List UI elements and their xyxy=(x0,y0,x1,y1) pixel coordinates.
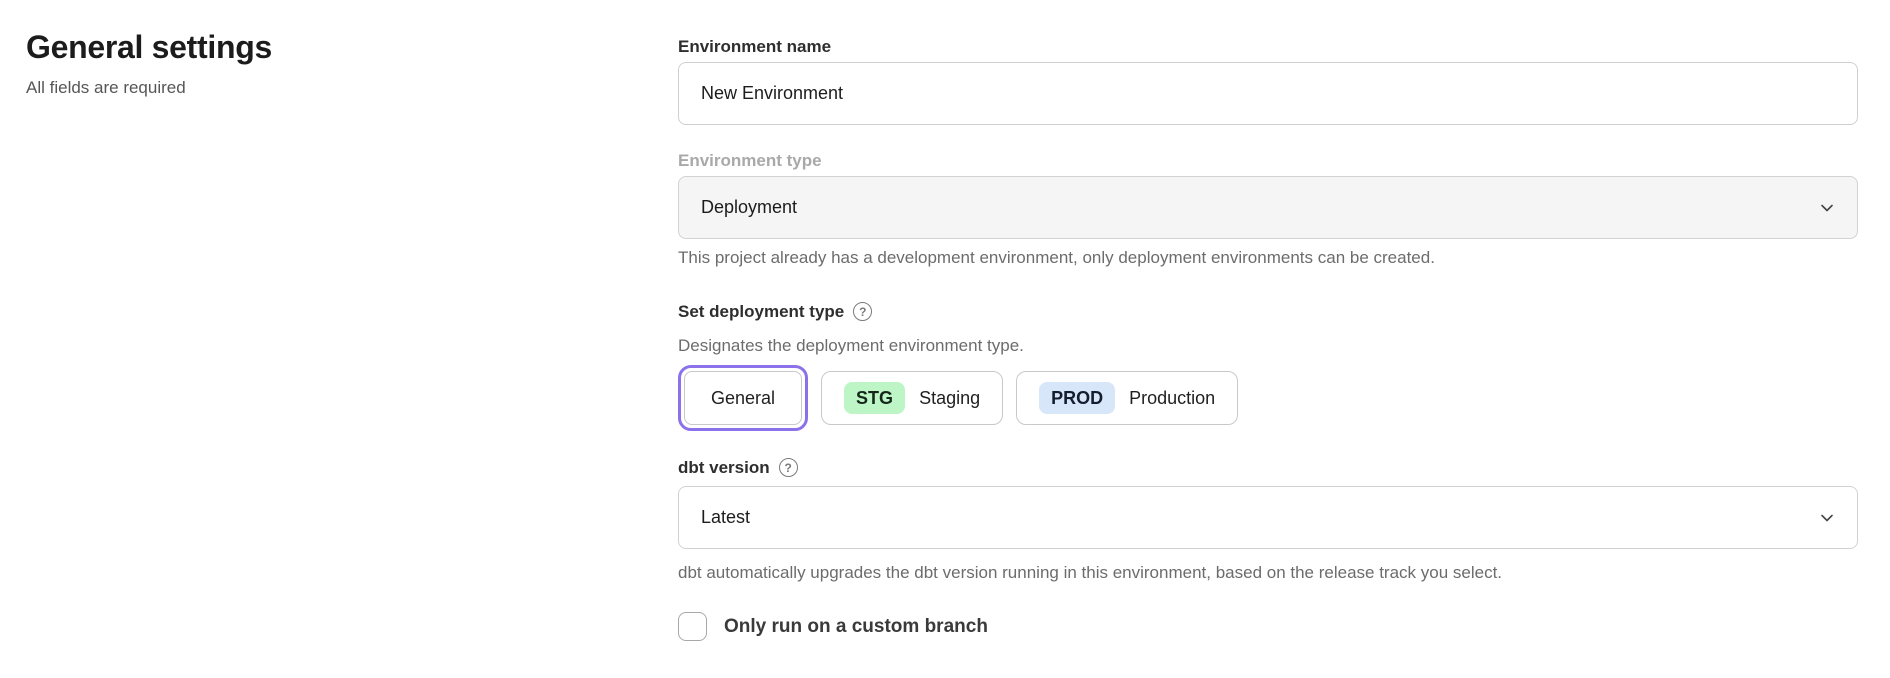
page-subtitle: All fields are required xyxy=(26,78,186,97)
dbt-version-helper: dbt automatically upgrades the dbt versi… xyxy=(678,563,1503,582)
deployment-type-production-label: Production xyxy=(1129,388,1216,408)
deployment-type-general-label: General xyxy=(711,388,776,408)
deployment-type-general-button[interactable]: General xyxy=(684,371,803,425)
environment-form: Environment name Environment type Deploy… xyxy=(678,36,1858,641)
deployment-type-staging-label: Staging xyxy=(919,388,981,408)
dbt-version-select[interactable]: Latest xyxy=(678,486,1858,549)
dbt-version-label: dbt version xyxy=(678,458,770,477)
help-icon[interactable]: ? xyxy=(778,458,798,477)
staging-badge: STG xyxy=(844,382,906,414)
environment-type-value: Deployment xyxy=(701,197,798,217)
page-title: General settings xyxy=(26,29,272,65)
custom-branch-label[interactable]: Only run on a custom branch xyxy=(724,615,988,637)
environment-type-label: Environment type xyxy=(678,151,822,170)
custom-branch-checkbox[interactable] xyxy=(678,612,707,641)
deployment-type-production-button[interactable]: PROD Production xyxy=(1016,371,1239,425)
settings-header: General settings All fields are required xyxy=(26,28,586,98)
deployment-type-selected-ring: General xyxy=(678,365,809,431)
environment-name-label: Environment name xyxy=(678,37,832,56)
chevron-down-icon xyxy=(1817,198,1837,218)
dbt-version-value: Latest xyxy=(701,507,751,527)
production-badge: PROD xyxy=(1039,382,1116,414)
deployment-type-options: General STG Staging PROD Production xyxy=(678,365,1858,431)
environment-type-select: Deployment xyxy=(678,176,1858,239)
deployment-type-helper: Designates the deployment environment ty… xyxy=(678,336,1024,355)
custom-branch-row: Only run on a custom branch xyxy=(678,612,1858,641)
deployment-type-staging-button[interactable]: STG Staging xyxy=(821,371,1004,425)
deployment-type-label: Set deployment type xyxy=(678,302,845,321)
help-icon[interactable]: ? xyxy=(853,302,873,321)
environment-name-input[interactable] xyxy=(678,62,1858,125)
environment-type-helper: This project already has a development e… xyxy=(678,248,1435,267)
chevron-down-icon xyxy=(1817,508,1837,528)
